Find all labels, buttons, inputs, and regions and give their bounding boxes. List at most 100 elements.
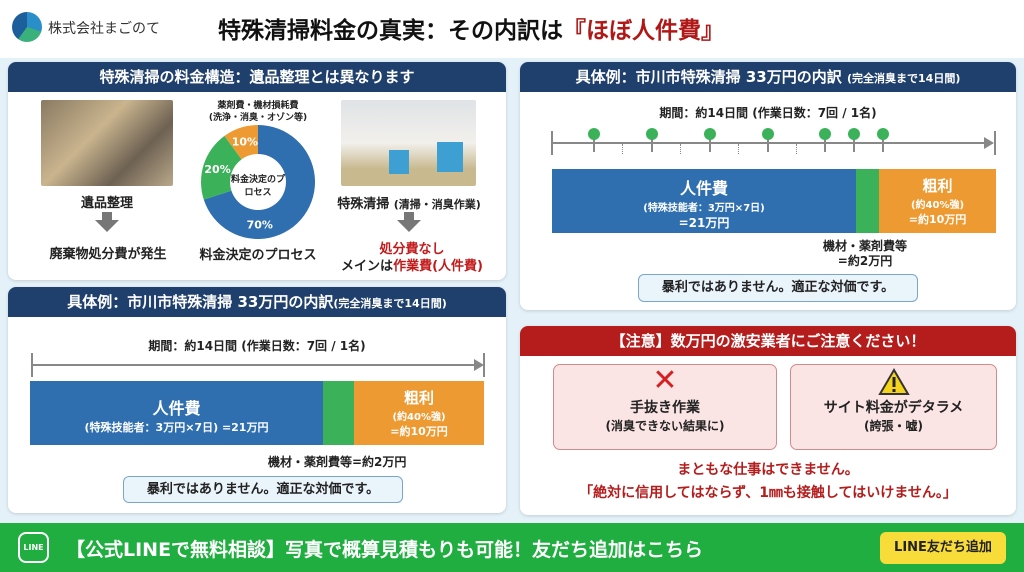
timeline-end [483,353,485,377]
workday-tick [709,132,711,152]
workday-tick [824,132,826,152]
workday-dot [646,128,658,140]
labor-cost-segment: 人件費 (特殊技能者：3万円×7日) =21万円 [552,169,856,233]
fair-price-bubble: 暴利ではありません。適正な対価です。 [638,274,918,302]
materials-text: 機材・薬剤費等=約2万円 [268,455,407,469]
materials-text: 機材・薬剤費等=約2万円 [810,239,920,269]
box-sub: (消臭できない結果に) [605,419,725,433]
cleaned-room-photo [341,100,476,186]
fake-price-box: サイト料金がデタラメ (誇張・嘘) [790,364,997,450]
labor-detail: (特殊技能者：3万円×7日) [643,203,765,214]
panel-title: 具体例：市川市特殊清掃 33万円の内訳(完全消臭まで14日間) [8,287,506,317]
caption-sub: (清掃・消臭作業) [393,198,481,211]
profit-segment: 粗利 (約40%強) =約10万円 [354,381,484,445]
workday-dot [848,128,860,140]
panel-title: 具体例：市川市特殊清掃 33万円の内訳 (完全消臭まで14日間) [520,62,1016,92]
workday-dot [588,128,600,140]
timeline-arrow-icon [474,359,484,371]
period-text: 期間：約14日間 (作業日数：7回 / 1名) [148,339,366,353]
warning-line-2: 「絶対に信用してはならず、1㎜も接触してはいけません。」 [579,485,957,501]
fee-structure-panel: 特殊清掃の料金構造：遺品整理とは異なります 遺品整理 廃棄物処分費が発生 薬剤費… [8,62,506,280]
labor-cost-segment: 人件費 (特殊技能者：3万円×7日) =21万円 [30,381,323,445]
workday-dot [819,128,831,140]
title-main: 具体例：市川市特殊清掃 33万円の内訳 [67,293,334,311]
day-tick [680,144,681,154]
page-title: 特殊清掃料金の真実：その内訳は『ほぼ人件費』 [218,11,724,45]
workday-tick [882,132,884,152]
materials-segment [323,381,354,445]
warning-panel: 【注意】数万円の激安業者にご注意ください！ ✕ 手抜き作業 (消臭できない結果に… [520,326,1016,515]
materials-value: =約2万円 [837,254,893,268]
fair-price-bubble: 暴利ではありません。適正な対価です。 [123,476,403,503]
box-title: 手抜き作業 [630,400,700,416]
profit-value: =約10万円 [908,213,967,226]
donut-center-label: 料金決定のプロセス [230,175,285,198]
profit-sub: (約40%強) [392,412,446,423]
title-highlight: 『ほぼ人件費』 [563,18,724,44]
line-add-friend-button[interactable]: LINE友だち追加 [880,532,1006,564]
donut-slice-label: 70% [247,218,273,231]
title-sub: (完全消臭まで14日間) [333,297,447,310]
sloppy-work-box: ✕ 手抜き作業 (消臭できない結果に) [553,364,777,450]
donut-caption: 料金決定のプロセス [199,248,317,263]
timeline-end [994,131,996,155]
workday-tick [593,132,595,152]
workday-dot [704,128,716,140]
materials-label: 機材・薬剤費等 [822,239,907,253]
panel-title: 特殊清掃の料金構造：遺品整理とは異なります [8,62,506,92]
box-sub: (誇張・嘘) [864,419,923,433]
main-labor-text: メインは作業費(人件費) [338,255,486,274]
timeline-axis [552,142,992,144]
fee-donut-chart: 70% 20% 10% [201,125,315,239]
donut-slice [203,125,315,239]
profit-title: 粗利 [403,389,434,407]
caption-main: 特殊清掃 [337,197,390,212]
workday-tick [767,132,769,152]
materials-segment [856,169,879,233]
title-main: 特殊清掃料金の真実：その内訳は [218,18,563,44]
day-tick [738,144,739,154]
workday-tick [651,132,653,152]
warning-line-1: まともな仕事はできません。 [677,462,859,478]
company-name: 株式会社まごのて [48,21,160,37]
donut-slice [224,125,258,160]
profit-value: =約10万円 [390,425,448,438]
arrow-down-icon [95,212,119,232]
panel-title: 【注意】数万円の激安業者にご注意ください！ [520,326,1016,356]
labor-title: 人件費 [679,179,728,198]
no-disposal-text: 処分費なし [379,242,445,257]
donut-slice-label: 10% [232,136,258,149]
profit-title: 粗利 [922,177,953,195]
period-text: 期間：約14日間 (作業日数：7回 / 1名) [659,106,877,120]
day-tick [622,144,623,154]
timeline-arrow-icon [984,137,994,149]
ozone-machine [437,142,463,172]
breakdown-panel-right: 具体例：市川市特殊清掃 33万円の内訳 (完全消臭まで14日間) 期間：約14日… [520,62,1016,310]
labor-title: 人件費 [152,399,201,418]
donut-slice-label: 20% [204,163,230,176]
disposal-fee-text: 廃棄物処分費が発生 [49,247,167,262]
donut-label-sub: (洗浄・消臭・オゾン等) [208,113,308,123]
profit-segment: 粗利 (約40%強) =約10万円 [879,169,996,233]
footer-text: 【公式LINEで無料相談】写真で概算見積もりも可能！友だち追加はこちら [66,539,704,561]
result-highlight: 作業費(人件費) [393,259,483,274]
day-tick [796,144,797,154]
cluttered-room-photo [41,100,173,186]
workday-dot [762,128,774,140]
estate-cleanup-caption: 遺品整理 [80,196,133,211]
arrow-down-icon [397,212,421,232]
donut-slice [201,135,242,200]
breakdown-panel-left: 具体例：市川市特殊清掃 33万円の内訳(完全消臭まで14日間) 期間：約14日間… [8,287,506,513]
labor-value: =21万円 [678,216,730,230]
timeline-axis [32,364,482,366]
title-sub: (完全消臭まで14日間) [846,72,961,85]
special-cleaning-caption: 特殊清掃 (清掃・消臭作業) [333,193,485,212]
title-main: 具体例：市川市特殊清掃 33万円の内訳 [575,68,842,86]
line-footer-banner[interactable]: LINE 【公式LINEで無料相談】写真で概算見積もりも可能！友だち追加はこちら… [0,523,1024,572]
donut-top-label: 薬剤費・機材損耗費 (洗浄・消臭・オゾン等) [198,100,318,124]
line-icon: LINE [18,532,49,563]
cross-icon: ✕ [652,363,678,398]
ozone-machine [389,150,409,174]
donut-label: 薬剤費・機材損耗費 [217,101,299,111]
header: 株式会社まごのて 特殊清掃料金の真実：その内訳は『ほぼ人件費』 [0,0,1024,58]
